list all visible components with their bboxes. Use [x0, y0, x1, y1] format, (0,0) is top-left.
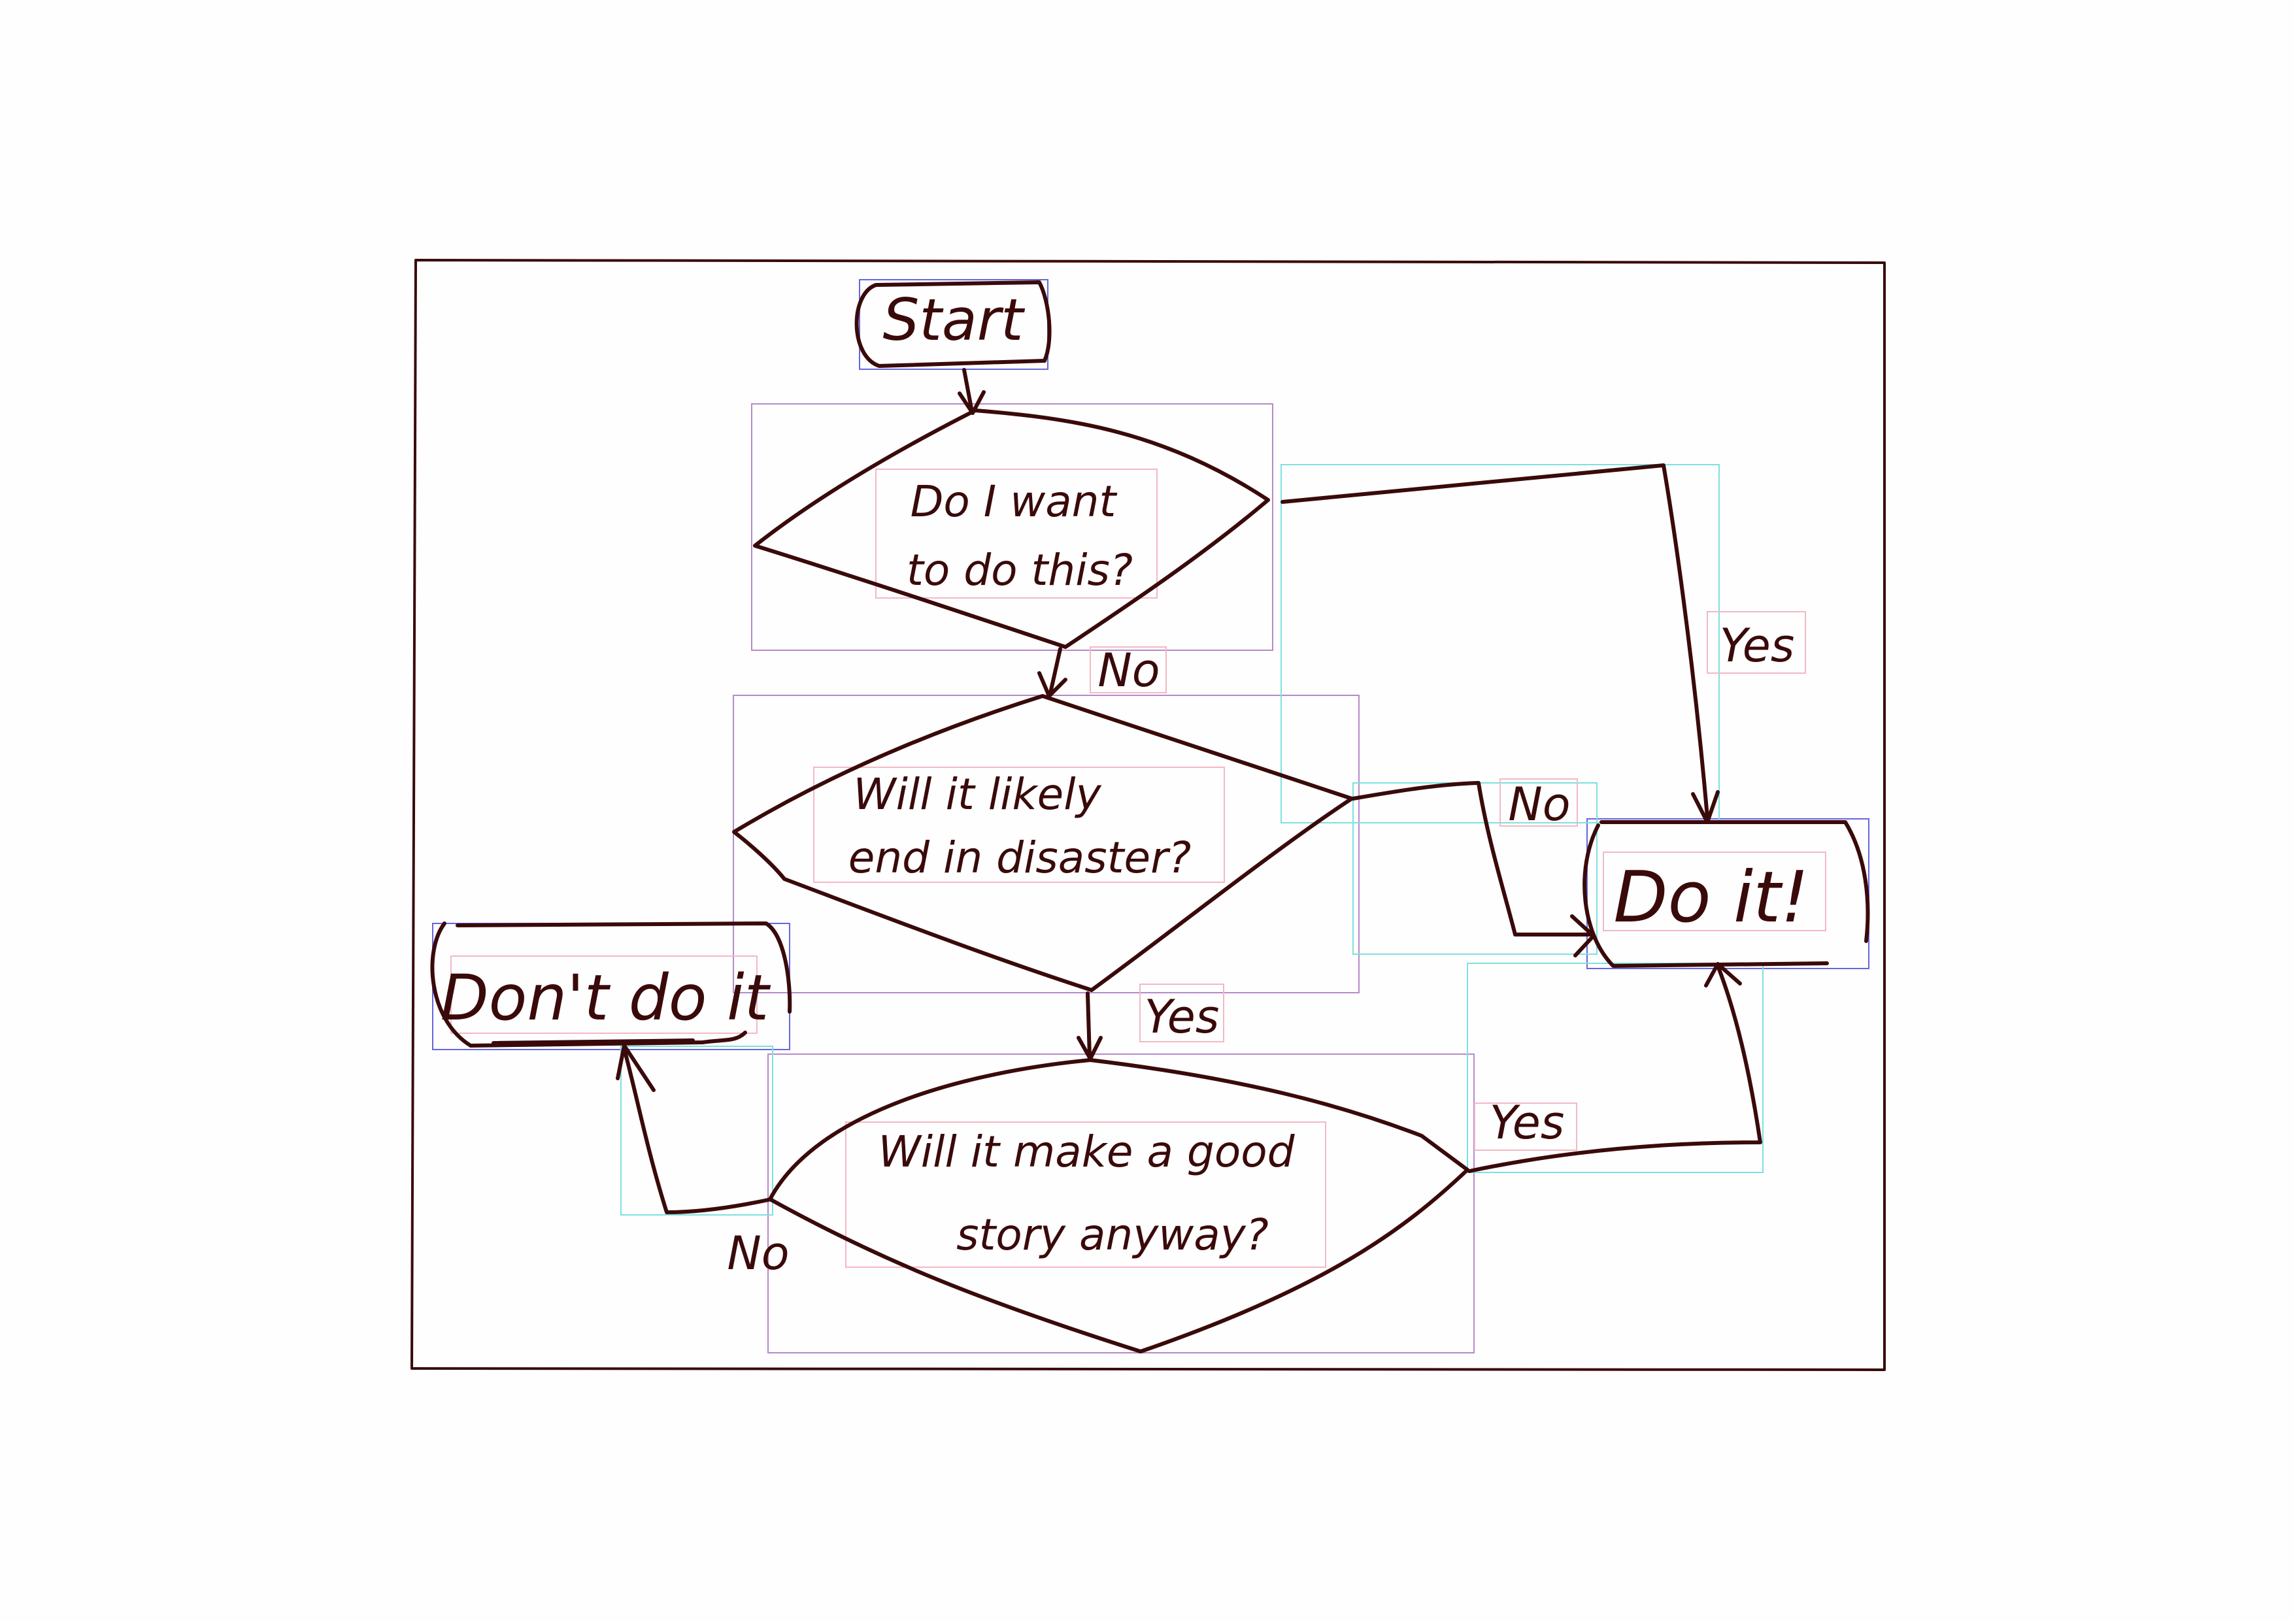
- annotation-box-label-yes-3: [1474, 1102, 1577, 1151]
- annotation-box-text-q2: [813, 767, 1225, 883]
- edge-label-q2-to-q3: Yes: [1145, 990, 1220, 1044]
- annotation-box-label-no-2: [1499, 778, 1578, 827]
- decision-2-diamond: [732, 694, 1354, 992]
- annotation-box-label-yes-1: [1707, 611, 1806, 674]
- start-label: Start: [883, 286, 1026, 354]
- annotation-box-label-no-1: [1090, 646, 1167, 693]
- annotation-box-text-do-it: [1603, 852, 1826, 931]
- decision-1-label-line-2: to do this?: [907, 545, 1133, 595]
- edge-q1-to-do-it: [1280, 463, 1720, 824]
- annotation-box-label-yes-2: [1139, 984, 1224, 1042]
- decision-2-label-line-1: Will it likely: [853, 769, 1101, 820]
- decision-3-diamond: [768, 1058, 1469, 1353]
- dont-do-it-terminator: [430, 921, 792, 1048]
- decision-3-label-line-2: story anyway?: [956, 1210, 1269, 1260]
- edge-q1-to-q2: [1037, 647, 1067, 698]
- edge-start-to-q1: [958, 368, 986, 415]
- edge-q3-to-do-it: [1467, 962, 1762, 1173]
- annotation-box-q1: [751, 403, 1273, 651]
- decision-1-label-line-1: Do I want: [911, 476, 1118, 527]
- edge-label-q3-to-do-it: Yes: [1490, 1096, 1565, 1150]
- annotation-box-edge-yes-3: [1467, 963, 1764, 1173]
- edge-label-q1-to-do-it: Yes: [1720, 619, 1795, 672]
- edge-q3-to-dont-do-it: [616, 1044, 773, 1214]
- frame-border: [410, 259, 1886, 1371]
- annotation-box-text-dont: [450, 955, 758, 1034]
- start-terminator: [854, 280, 1052, 368]
- annotation-box-edge-yes-1: [1280, 464, 1720, 823]
- decision-3-label-line-1: Will it make a good: [879, 1127, 1296, 1177]
- do-it-label: Do it!: [1613, 857, 1809, 938]
- dont-do-it-label: Don't do it: [441, 961, 771, 1035]
- edge-label-q2-to-do-it: No: [1508, 778, 1570, 831]
- do-it-terminator: [1582, 820, 1870, 968]
- edge-q2-to-do-it: [1351, 781, 1596, 957]
- annotation-box-text-q3: [845, 1121, 1326, 1268]
- edge-label-q3-to-dont-do-it: No: [727, 1227, 789, 1280]
- annotation-box-edge-no-3: [620, 1046, 773, 1216]
- edge-q2-to-q3: [1077, 991, 1103, 1061]
- decision-1-diamond: [753, 408, 1270, 649]
- edge-label-q1-to-q2: No: [1097, 644, 1160, 697]
- annotation-box-text-q1: [875, 469, 1158, 599]
- annotation-box-q3: [767, 1053, 1475, 1353]
- decision-2-label-line-2: end in disaster?: [848, 833, 1192, 883]
